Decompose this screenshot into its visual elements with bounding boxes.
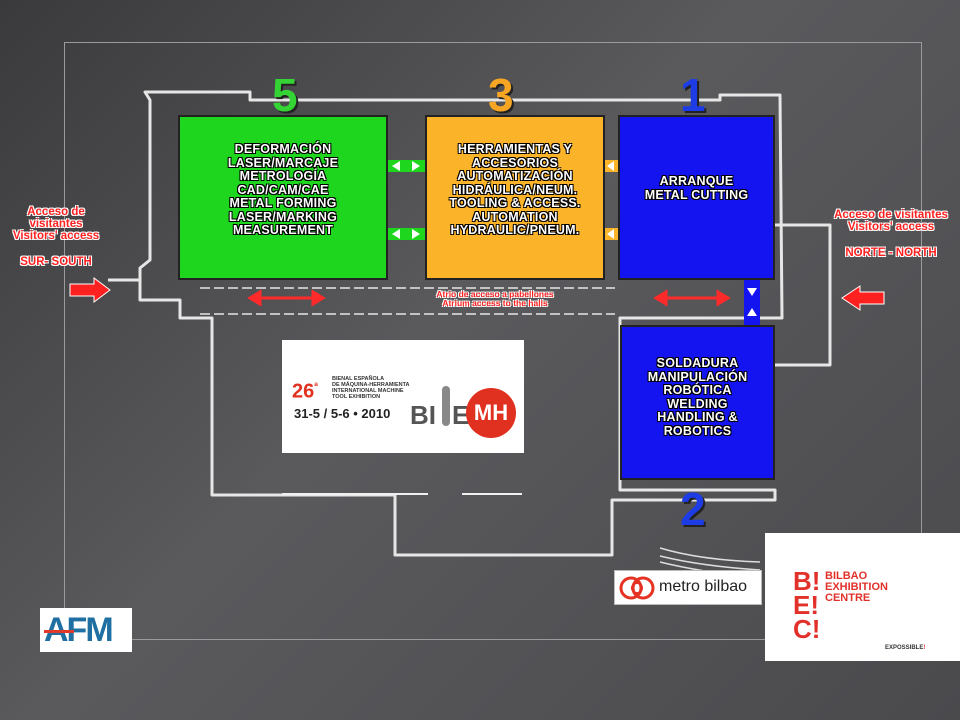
hall-5-label: DEFORMACIÓN LASER/MARCAJE METROLOGÍA CAD… bbox=[227, 142, 339, 237]
biemh-edition: 26ª bbox=[292, 378, 318, 402]
hall-3-number: 3 bbox=[488, 69, 514, 121]
connector-1-2 bbox=[744, 280, 760, 325]
hall-3[interactable]: HERRAMIENTAS Y ACCESORIOS AUTOMATIZACIÓN… bbox=[425, 115, 605, 280]
hall-1[interactable]: ARRANQUE METAL CUTTING bbox=[618, 115, 775, 280]
metro-rings-icon bbox=[619, 576, 655, 600]
arrow-5-3d bbox=[412, 229, 420, 239]
hall-5-number: 5 bbox=[272, 69, 298, 121]
hall-2-label: SOLDADURA MANIPULACIÓN ROBÓTICA WELDING … bbox=[647, 356, 748, 438]
atrium-line1: Atrio de acceso a pabellones bbox=[436, 289, 554, 299]
metro-name: metro bilbao bbox=[659, 578, 748, 595]
south-access-side: SUR- SOUTH bbox=[20, 256, 92, 268]
biemh-logo-panel: 26ª BIENAL ESPAÑOLA DE MÁQUINA-HERRAMIEN… bbox=[282, 340, 524, 453]
arrow-5-3c bbox=[392, 229, 400, 239]
hall-1-label: ARRANQUE METAL CUTTING bbox=[644, 174, 749, 202]
bec-slogan: EXPOSSIBLE! bbox=[885, 645, 925, 651]
metro-platform-2 bbox=[659, 555, 761, 571]
biemh-logo-e: E bbox=[452, 400, 470, 430]
bec-slogan-b: ! bbox=[923, 645, 926, 651]
hall-2[interactable]: SOLDADURA MANIPULACIÓN ROBÓTICA WELDING … bbox=[620, 325, 775, 480]
north-corridor-path bbox=[775, 223, 832, 367]
map-frame bbox=[64, 42, 922, 640]
north-access-label: Acceso de visitantes Visitors' access NO… bbox=[826, 209, 956, 259]
biemh-tool-icon bbox=[442, 386, 450, 426]
south-access-label: Acceso de visitantes Visitors' access SU… bbox=[2, 206, 110, 268]
south-access-line1: Acceso de visitantes bbox=[27, 206, 85, 230]
bec-logo: B!E!C! bbox=[793, 566, 821, 644]
bec-logo-panel: B!E!C! BILBAO EXHIBITION CENTRE EXPOSSIB… bbox=[765, 533, 960, 661]
north-access-line1: Acceso de visitantes bbox=[834, 209, 948, 221]
biemh-subtitle: BIENAL ESPAÑOLA DE MÁQUINA-HERRAMIENTA I… bbox=[332, 376, 410, 400]
arrow-1-2-down bbox=[747, 288, 757, 296]
afm-logo: AFM bbox=[40, 608, 132, 652]
bec-line3: CENTRE bbox=[825, 592, 871, 604]
south-entry-arrow bbox=[69, 277, 111, 303]
arrow-5-3b bbox=[412, 161, 420, 171]
north-entry-arrow bbox=[841, 285, 885, 311]
venue-outline-path bbox=[138, 90, 784, 557]
hall-1-number: 1 bbox=[680, 69, 706, 121]
hall-2-number: 2 bbox=[680, 483, 706, 535]
metro-platform-1 bbox=[659, 547, 761, 563]
bec-slogan-a: EXPOSSIBLE bbox=[885, 645, 924, 651]
bec-name: BILBAO EXHIBITION CENTRE bbox=[825, 571, 888, 604]
biemh-logo-bi: BI bbox=[410, 400, 436, 430]
afm-red-bar bbox=[44, 630, 74, 633]
hall-3-label: HERRAMIENTAS Y ACCESORIOS AUTOMATIZACIÓN… bbox=[449, 142, 581, 237]
biemh-line1: BIENAL ESPAÑOLA bbox=[332, 376, 385, 382]
bec-line2: EXHIBITION bbox=[825, 581, 888, 593]
inner-walkway-path bbox=[200, 287, 615, 315]
north-access-line2: Visitors' access bbox=[847, 221, 935, 233]
metro-bilbao-logo: metro bilbao bbox=[614, 570, 762, 605]
north-access-side: NORTE - NORTH bbox=[845, 247, 937, 259]
south-access-line2: Visitors' access bbox=[12, 230, 100, 242]
biemh-logo-mh: MH bbox=[473, 400, 509, 425]
biemh-line3: INTERNATIONAL MACHINE bbox=[332, 388, 404, 394]
atrium-access-label: Atrio de acceso a pabellones Atrium acce… bbox=[410, 290, 580, 308]
biemh-line4: TOOL EXHIBITION bbox=[332, 394, 381, 400]
arrow-1-2-up bbox=[747, 308, 757, 316]
bec-line1: BILBAO bbox=[825, 570, 868, 582]
biemh-mh-circle: MH bbox=[466, 388, 516, 438]
biemh-dates: 31-5 / 5-6 • 2010 bbox=[294, 406, 391, 421]
arrow-3-1b bbox=[607, 229, 614, 239]
hall-5[interactable]: DEFORMACIÓN LASER/MARCAJE METROLOGÍA CAD… bbox=[178, 115, 388, 280]
biemh-edition-number: 26 bbox=[292, 380, 315, 403]
biemh-edition-suffix: ª bbox=[314, 382, 318, 393]
arrow-5-3a bbox=[392, 161, 400, 171]
atrium-line2: Atrium access to the halls bbox=[442, 298, 548, 308]
arrow-3-1a bbox=[607, 161, 614, 171]
biemh-line2: DE MÁQUINA-HERRAMIENTA bbox=[332, 382, 410, 388]
